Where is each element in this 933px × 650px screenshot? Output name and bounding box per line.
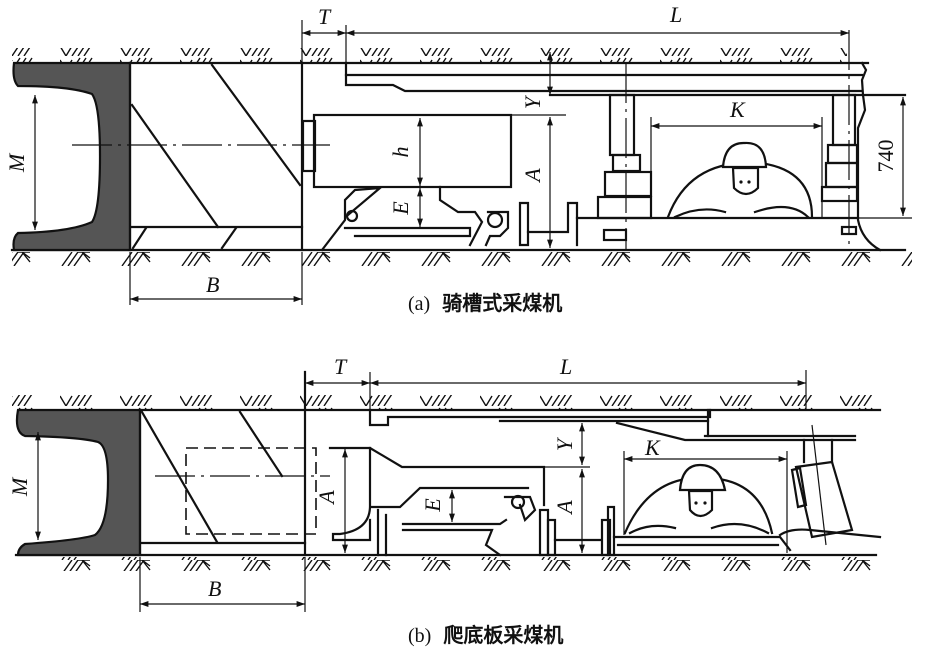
worker-figure	[623, 463, 774, 535]
label-Y: Y	[552, 436, 577, 451]
drum-diag-3	[131, 226, 148, 250]
worker-eye	[739, 180, 743, 184]
label-E: E	[388, 201, 413, 216]
leg-side	[790, 466, 808, 509]
worker-eye	[747, 180, 751, 184]
hook	[503, 495, 537, 523]
caption-a-text: 骑槽式采煤机	[442, 291, 562, 315]
prop-2	[831, 93, 857, 147]
canopy-front	[368, 408, 712, 427]
leg-foot	[778, 528, 882, 539]
prop-2-block-3	[824, 161, 859, 189]
prop-1	[608, 93, 636, 157]
worker-eye	[703, 501, 707, 505]
canopy-slope	[615, 421, 857, 442]
roof-hatch	[12, 48, 847, 62]
label-M: M	[4, 152, 29, 173]
label-T: T	[334, 354, 348, 379]
machine-rail	[401, 518, 508, 526]
roof-hatch	[12, 395, 882, 409]
chassis-rail	[343, 226, 472, 238]
support-plate-1	[600, 518, 612, 557]
label-L: L	[669, 2, 682, 27]
prop-2-block-1	[826, 143, 859, 165]
label-Y: Y	[520, 94, 545, 109]
prop-2-block-2	[820, 185, 859, 203]
conveyor-plate-2	[546, 518, 557, 557]
leg-block	[794, 460, 854, 539]
label-A-left: A	[314, 490, 339, 506]
drum-diag-2	[238, 410, 284, 478]
machine-body-top	[328, 446, 546, 507]
coal-face	[15, 408, 142, 557]
pin-left	[345, 209, 359, 223]
machine-rail-lower	[401, 528, 502, 557]
label-T: T	[318, 4, 332, 29]
panel-b: T L M B A E Y A K (b) 爬底板采煤机	[7, 354, 882, 647]
prop-1-slot	[602, 228, 628, 242]
drum-diag-4	[220, 226, 238, 250]
canopy-lower	[344, 61, 864, 93]
drum-diag-2	[210, 63, 302, 187]
leg-upper	[802, 438, 834, 464]
chassis-right	[438, 185, 484, 247]
worker-face	[731, 166, 760, 196]
chassis-left	[320, 186, 384, 252]
drum-diag-1	[140, 410, 219, 544]
label-B: B	[206, 272, 219, 297]
worker-figure	[666, 141, 814, 219]
label-A-right: A	[552, 500, 577, 516]
pin-right	[486, 211, 504, 229]
prop-1-block-3	[596, 195, 653, 220]
label-L: L	[559, 354, 572, 379]
machine-skid	[376, 508, 388, 557]
caption-b: (b) 爬底板采煤机	[408, 623, 563, 647]
machine-body	[312, 113, 513, 189]
conveyor-plate-1	[538, 508, 550, 557]
label-B: B	[208, 576, 221, 601]
coal-face	[12, 61, 132, 252]
label-h: h	[388, 147, 413, 158]
machine-body-front	[331, 446, 372, 542]
worker-face	[687, 489, 714, 518]
label-K: K	[644, 435, 661, 460]
worker-arms	[673, 205, 810, 219]
leg-centerline	[811, 424, 827, 546]
support-edge	[856, 61, 882, 252]
floor-hatch	[40, 557, 880, 571]
caption-a-tag: (a)	[408, 293, 430, 315]
floor-hatch	[12, 252, 912, 266]
panel-a: T L M B h E Y A K 740 (a) 骑槽式采煤机	[4, 2, 912, 315]
support-plate-2	[606, 505, 616, 557]
drum-outline-dashed	[185, 447, 317, 535]
chassis-hook	[484, 210, 510, 247]
conveyor-plate-2	[526, 201, 579, 247]
label-K: K	[729, 97, 746, 122]
machine-body-lower	[370, 486, 530, 509]
caption-b-tag: (b)	[408, 625, 431, 647]
prop-1-block-2	[603, 170, 653, 198]
worker-eye	[694, 501, 698, 505]
conveyor-plate-1	[518, 201, 530, 247]
caption-a: (a) 骑槽式采煤机	[408, 291, 562, 315]
label-740: 740	[873, 140, 898, 173]
helmet-icon	[721, 141, 768, 169]
support-base	[612, 535, 792, 552]
label-M: M	[7, 476, 32, 497]
caption-b-text: 爬底板采煤机	[443, 623, 563, 647]
worker-arms	[628, 522, 770, 535]
drum-diag-1	[130, 103, 220, 229]
prop-2-slot	[840, 225, 858, 236]
helmet-icon	[678, 463, 727, 492]
label-A: A	[520, 168, 545, 184]
label-E: E	[420, 498, 445, 513]
